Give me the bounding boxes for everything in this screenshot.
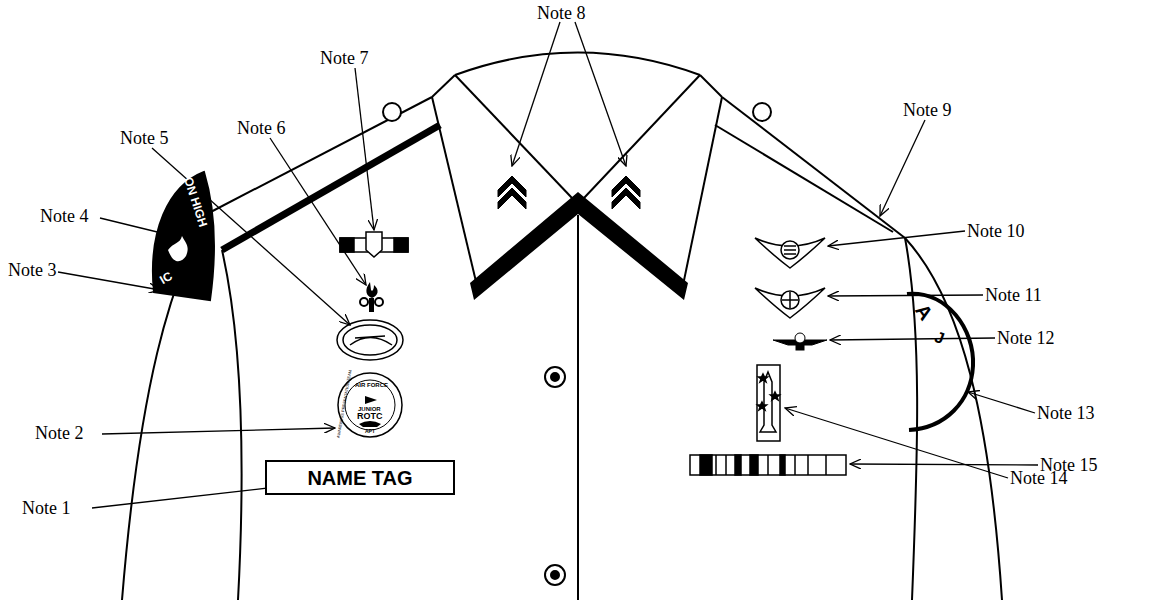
- sleeve-patch: ON HIGHIC: [146, 172, 218, 300]
- callout-number: Note 1: [22, 498, 71, 518]
- node-text: A: [912, 300, 937, 323]
- collar-edge: [700, 75, 722, 97]
- callout-number: Note 8: [537, 3, 586, 23]
- callout-number: Note 2: [35, 423, 84, 443]
- node-text: J: [933, 329, 947, 347]
- leader-line: [828, 231, 965, 246]
- leader-line: [785, 408, 1008, 478]
- callout-number: Note 9: [903, 100, 952, 120]
- node-text: NAME TAG: [265, 460, 455, 495]
- callout-number: Note 11: [985, 285, 1042, 305]
- rocket-star: [771, 392, 780, 400]
- rocket-badge: [757, 365, 780, 441]
- small-wing-badge: [795, 333, 805, 343]
- ribbon-stripe: [700, 455, 712, 475]
- collar-chevron: [498, 188, 526, 209]
- shirt-button: [551, 571, 559, 579]
- rocket-star: [758, 402, 767, 410]
- oval-badge: [343, 325, 397, 355]
- collar-band: [470, 192, 688, 300]
- oval-badge: [350, 336, 392, 345]
- epaulet-button: [753, 103, 771, 121]
- ribbon-stripe: [780, 455, 785, 475]
- ribbon-stripe: [735, 455, 741, 475]
- callout-number: Note 13: [1037, 403, 1095, 423]
- leader-line: [355, 68, 374, 230]
- leader-line: [58, 272, 160, 290]
- wing-badge: [755, 238, 825, 268]
- callout-number: Note 10: [967, 221, 1025, 241]
- leader-line: [880, 120, 925, 216]
- ribbon-stripe: [750, 455, 758, 475]
- shirt-button: [545, 367, 565, 387]
- epaulet-button: [383, 103, 401, 121]
- shirt-button: [545, 565, 565, 585]
- neckline: [455, 53, 700, 76]
- leader-line: [92, 486, 285, 508]
- wing-badge: [784, 246, 796, 254]
- torch-badge: [375, 298, 383, 306]
- small-wing-badge: [796, 344, 804, 350]
- callout-number: Note 6: [237, 118, 286, 138]
- wing-badge: [781, 291, 799, 309]
- wing-badge: [781, 241, 799, 259]
- sleeve-patch-outline: [146, 172, 218, 300]
- leader-line: [575, 22, 626, 166]
- leader-line: [152, 148, 350, 325]
- team-badge: AIR FORCEJUNIORROTCAWARENESS PRESENTATIO…: [337, 372, 403, 438]
- callout-number: Note 15: [1040, 455, 1098, 475]
- leader-line: [512, 22, 560, 166]
- shirt-button: [551, 373, 559, 381]
- collar-chevron: [612, 188, 640, 209]
- placket-line: [577, 215, 579, 600]
- collar-outer: [432, 97, 478, 290]
- callout-number: Note 12: [997, 328, 1055, 348]
- wing-badge: [782, 292, 798, 308]
- leader-line: [850, 464, 1038, 465]
- oval-badge: [337, 320, 403, 360]
- torch-badge: [366, 282, 377, 298]
- right-epaulet: [715, 125, 893, 232]
- badge-shield: [366, 232, 382, 257]
- collar-edge: [432, 75, 455, 97]
- node-text: ROTC: [357, 412, 383, 421]
- right-shoulder: [722, 97, 905, 238]
- leader-line: [102, 428, 335, 434]
- leader-line: [828, 295, 983, 296]
- leader-line: [968, 392, 1035, 413]
- rocket-star: [759, 374, 768, 382]
- callout-number: Note 3: [8, 260, 57, 280]
- node-text: AIR FORCE: [355, 382, 388, 388]
- collar-fold: [584, 75, 700, 198]
- callout-number: Note 5: [120, 128, 169, 148]
- wing-badge: [755, 288, 825, 318]
- badge-bar: [394, 238, 408, 252]
- torch-badge: [369, 298, 374, 312]
- torch-badge: [360, 298, 368, 306]
- ribbon-divider: [716, 455, 826, 475]
- leader-line: [270, 138, 366, 285]
- collar-fold: [455, 75, 572, 198]
- node-text: APT: [365, 429, 375, 434]
- left-armhole-seam: [222, 250, 241, 600]
- badge-bar: [340, 238, 354, 252]
- name-tag: NAME TAG: [265, 460, 455, 495]
- sleeve-patch: AJ: [905, 290, 977, 432]
- ribbon-rack: [690, 455, 846, 475]
- callout-number: Note 4: [40, 206, 89, 226]
- callout-number: Note 7: [320, 48, 369, 68]
- collar-outer: [682, 97, 722, 290]
